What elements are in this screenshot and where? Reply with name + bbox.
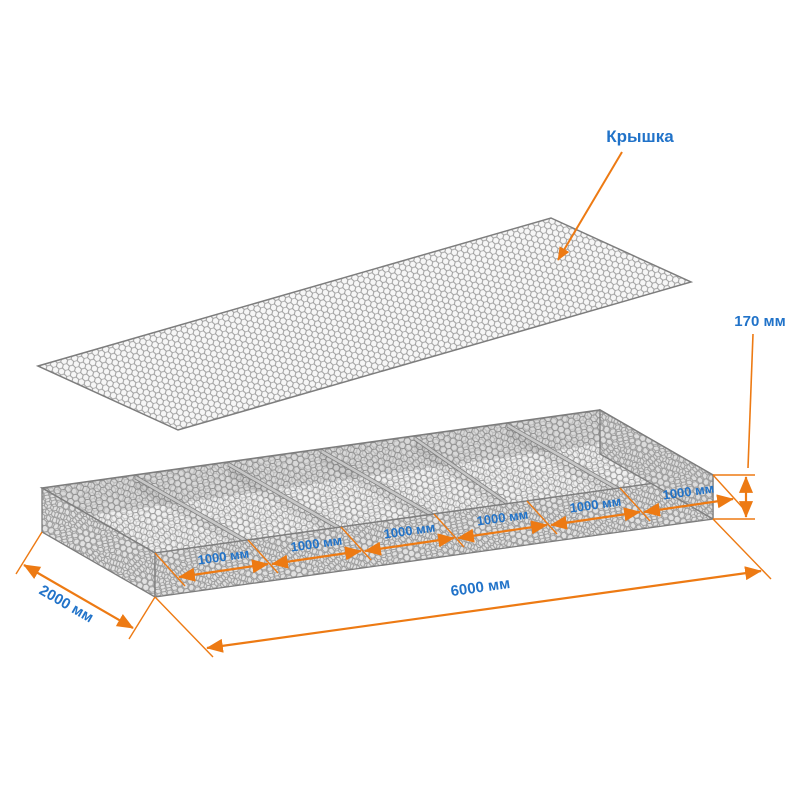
dim-arrow-line [457,520,548,543]
partition-shadow [321,453,434,528]
lid-panel [35,217,694,431]
lid-outline [35,217,694,431]
dim-arrow-line [23,564,134,629]
partition-shadow [228,466,341,541]
lid-callout [557,151,623,261]
dim-ext-line [15,531,43,575]
cell-dim-label: 1000 мм [569,494,622,516]
right-wall-mesh2 [600,410,713,519]
cell-dim-label: 1000 мм [662,481,715,503]
height-dim-label: 170 мм [734,313,785,330]
partitions [134,422,621,554]
dim-arrow-line [206,566,762,653]
dim-length-6000 [154,518,772,658]
dim-ext-line [154,596,214,658]
dim-height-170 [713,333,755,520]
dim-arrow-line [271,546,362,569]
cell-dim-label: 1000 мм [197,546,250,568]
dim-arrow-line [550,507,641,530]
dim-leader-line [747,333,754,469]
length-dim-label: 6000 мм [450,575,512,600]
dim-arrow-line [643,494,734,517]
dim-arrow-line [364,533,455,556]
lid-leader-line [557,151,623,261]
dim-ext-line [712,518,772,580]
cell-dim-label: 1000 мм [476,507,529,529]
cell-dim-label: 1000 мм [383,520,436,542]
lid-label: Крышка [606,127,674,146]
partition-shadow [414,440,507,515]
dim-width-2000 [15,531,156,640]
partition-shadow [507,427,620,502]
cell-dim-label: 1000 мм [290,533,343,555]
dim-ext-line [128,596,156,640]
back-wall-inner [42,410,600,522]
dim-ext-line [712,474,744,509]
partition-shadow [135,479,248,554]
lid-mesh [38,218,691,430]
